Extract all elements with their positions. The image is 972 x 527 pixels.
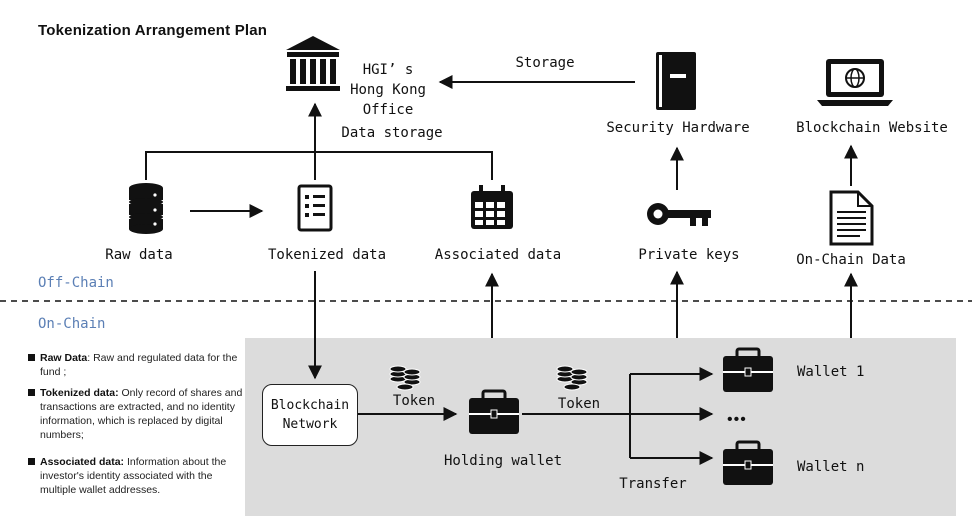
briefcase-icon	[723, 440, 773, 485]
bank-icon	[286, 36, 340, 91]
blockchain-website-label: Blockchain Website	[796, 120, 948, 136]
legend-term: Raw Data	[40, 352, 88, 364]
coins-icon	[389, 365, 421, 391]
legend-item: Raw Data: Raw and regulated data for the…	[28, 351, 250, 379]
briefcase-icon	[469, 389, 519, 434]
associated-data-label: Associated data	[434, 247, 562, 263]
office-label-line: Hong Kong	[350, 82, 426, 98]
ellipsis-indicator: •••	[727, 411, 747, 428]
storage-label: Storage	[515, 55, 575, 71]
token-label: Token	[557, 396, 601, 412]
key-icon	[647, 203, 711, 226]
legend-item: Associated data: Information about the i…	[28, 455, 250, 497]
legend-bullet	[28, 354, 35, 361]
tokenized-data-label: Tokenized data	[267, 247, 387, 263]
server-database-icon	[129, 183, 163, 234]
legend-term: Associated data:	[40, 456, 125, 468]
briefcase-icon	[723, 347, 773, 392]
wallet-1-label: Wallet 1	[797, 364, 865, 380]
legend-bullet	[28, 389, 35, 396]
connectors	[145, 75, 858, 465]
diagram-title: Tokenization Arrangement Plan	[38, 22, 268, 39]
calendar-icon	[471, 185, 513, 229]
wallet-n-label: Wallet n	[797, 459, 865, 475]
office-label-line: Office	[362, 102, 414, 118]
blockchain-network-node: Blockchain Network	[262, 384, 358, 446]
office-label: HGI’ s Hong Kong Office	[348, 60, 428, 120]
on-chain-label: On-Chain	[38, 316, 106, 332]
legend-bullet	[28, 458, 35, 465]
private-keys-label: Private keys	[638, 247, 740, 263]
laptop-globe-icon	[817, 59, 893, 106]
legend-item: Tokenized data: Only record of shares an…	[28, 386, 250, 442]
blockchain-network-line: Network	[282, 417, 338, 432]
data-storage-label: Data storage	[341, 125, 443, 141]
office-label-line: HGI’ s	[362, 62, 414, 78]
transfer-label: Transfer	[619, 476, 687, 492]
safe-book-icon	[656, 52, 696, 110]
off-chain-label: Off-Chain	[38, 275, 114, 291]
on-chain-data-label: On-Chain Data	[796, 252, 906, 268]
token-label: Token	[392, 393, 436, 409]
legend-desc: : Raw and regulated data for the fund ;	[40, 352, 238, 378]
text-document-icon	[829, 190, 874, 246]
security-hardware-label: Security Hardware	[606, 120, 750, 136]
legend-desc: Only record of shares and transactions a…	[40, 387, 243, 441]
checklist-document-icon	[297, 184, 333, 232]
coins-icon	[556, 365, 588, 391]
legend-desc: Information about the investor's identit…	[40, 456, 227, 496]
blockchain-network-line: Blockchain	[270, 398, 350, 413]
holding-wallet-label: Holding wallet	[443, 453, 563, 469]
legend-term: Tokenized data:	[40, 387, 119, 399]
on-chain-region	[245, 338, 956, 516]
raw-data-label: Raw data	[105, 247, 173, 263]
